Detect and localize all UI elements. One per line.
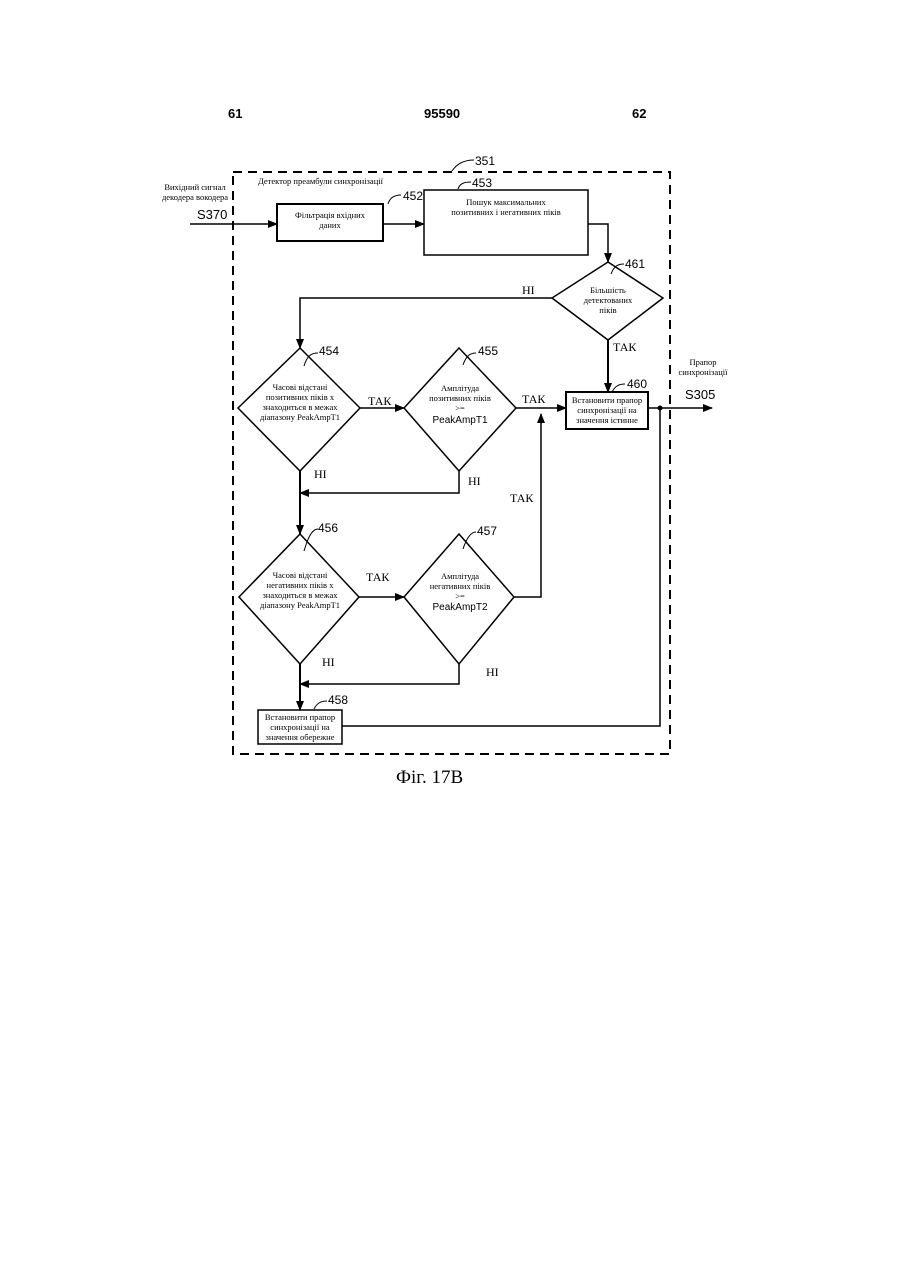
input-label-line2: декодера вокодера (150, 193, 240, 202)
node-452-line1: Фільтрація вхідних (277, 211, 383, 220)
node-455-line4: PeakAmpT1 (410, 416, 510, 427)
node-454-line3: знаходиться в межах (246, 403, 354, 412)
node-455-line3: >= (410, 404, 510, 413)
node-460-line3: значення істинне (566, 416, 648, 425)
node-455-line2: позитивних піків (410, 394, 510, 403)
edge-label-461-no: НІ (522, 284, 535, 297)
node-457-line1: Амплітуда (410, 572, 510, 581)
node-461-line1: Більшість (560, 286, 656, 295)
node-457-line3: >= (410, 592, 510, 601)
ref-457: 457 (477, 525, 497, 538)
ref-454: 454 (319, 345, 339, 358)
edge-457-yes-up (514, 414, 541, 597)
node-458-line3: значення обережне (258, 733, 342, 742)
edge-label-461-yes: ТАК (613, 341, 636, 354)
node-454-line1: Часові відстані (246, 383, 354, 392)
node-453-line1: Пошук максимальних (424, 198, 588, 207)
node-460-line1: Встановити прапор (566, 396, 648, 405)
edge-label-457-no: НІ (486, 666, 499, 679)
edge-label-457-yes: ТАК (510, 492, 533, 505)
edge-label-456-no: НІ (322, 656, 335, 669)
ref-456: 456 (318, 522, 338, 535)
ref-452: 452 (403, 190, 423, 203)
node-454-line4: діапазону PeakAmpT1 (246, 413, 354, 422)
node-457-line2: негативних піків (410, 582, 510, 591)
edge-label-454-yes: ТАК (368, 395, 391, 408)
edge-label-456-yes: ТАК (366, 571, 389, 584)
edge-label-455-no: НІ (468, 475, 481, 488)
node-454-line2: позитивних піків х (246, 393, 354, 402)
figure-caption: Фіг. 17В (396, 768, 463, 788)
node-457-line4: PeakAmpT2 (410, 603, 510, 614)
input-signal-s370: S370 (197, 208, 227, 222)
edge-label-455-yes: ТАК (522, 393, 545, 406)
ref-460: 460 (627, 378, 647, 391)
node-456-line4: діапазону PeakAmpT1 (246, 601, 354, 610)
ref-461: 461 (625, 258, 645, 271)
ref-351: 351 (475, 155, 495, 168)
edge-453-to-461 (588, 224, 608, 262)
output-label-line2: синхронізації (668, 368, 738, 377)
node-461-line2: детектованих (560, 296, 656, 305)
edge-461-no-to-454 (300, 298, 552, 348)
node-456-line3: знаходиться в межах (246, 591, 354, 600)
node-458-line1: Встановити прапор (258, 713, 342, 722)
node-455-line1: Амплітуда (410, 384, 510, 393)
edge-458-to-output (342, 408, 660, 726)
node-458-line2: синхронізації на (258, 723, 342, 732)
output-signal-s305: S305 (685, 388, 715, 402)
input-label-line1: Вихідний сигнал (150, 183, 240, 192)
node-453-line2: позитивних і негативних піків (424, 208, 588, 217)
ref-458: 458 (328, 694, 348, 707)
node-460-line2: синхронізації на (566, 406, 648, 415)
edge-label-454-no: НІ (314, 468, 327, 481)
ref-453: 453 (472, 177, 492, 190)
junction-dot (658, 406, 663, 411)
node-461-line3: піків (560, 306, 656, 315)
ref-455: 455 (478, 345, 498, 358)
node-452-line2: даних (277, 221, 383, 230)
node-456-line1: Часові відстані (246, 571, 354, 580)
node-456-line2: негативних піків х (246, 581, 354, 590)
block-label: Детектор преамбули синхронізації (258, 177, 383, 186)
output-label-line1: Прапор (668, 358, 738, 367)
